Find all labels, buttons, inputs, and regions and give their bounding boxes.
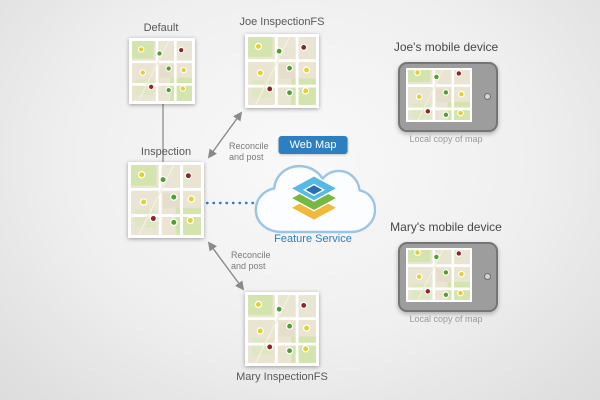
joe-device-screen <box>406 68 472 122</box>
layers-icon <box>289 175 339 222</box>
mary-local-copy-caption: Local copy of map <box>409 314 483 324</box>
mary-device-screen <box>406 248 472 302</box>
feature-service-label: Feature Service <box>274 233 352 245</box>
map-thumbnail-icon <box>408 250 470 300</box>
camera-icon <box>484 273 491 280</box>
camera-icon <box>484 93 491 100</box>
mary-version-map <box>245 292 319 366</box>
map-thumbnail-icon <box>408 70 470 120</box>
mary-version-label: Mary InspectionFS <box>236 371 328 383</box>
joe-local-copy-caption: Local copy of map <box>409 134 483 144</box>
joe-device-title: Joe's mobile device <box>393 40 499 54</box>
map-thumbnail-icon <box>248 295 316 363</box>
default-version-label: Default <box>143 22 179 34</box>
inspection-version-label: Inspection <box>140 146 192 158</box>
joe-version-map <box>245 34 319 108</box>
reconcile-post-label-top: Reconcile and post <box>229 141 269 163</box>
mary-device-title: Mary's mobile device <box>390 220 502 234</box>
inspection-version-map <box>128 162 204 238</box>
joe-tablet-device <box>398 62 498 132</box>
map-thumbnail-icon <box>132 41 192 101</box>
feature-service-cloud-icon <box>254 164 376 234</box>
map-thumbnail-icon <box>248 37 316 105</box>
default-version-map <box>129 38 195 104</box>
joe-version-label: Joe InspectionFS <box>239 16 325 28</box>
web-map-badge: Web Map <box>278 136 348 154</box>
reconcile-post-label-bottom: Reconcile and post <box>231 250 271 272</box>
mary-tablet-device <box>398 242 498 312</box>
map-thumbnail-icon <box>131 165 201 235</box>
